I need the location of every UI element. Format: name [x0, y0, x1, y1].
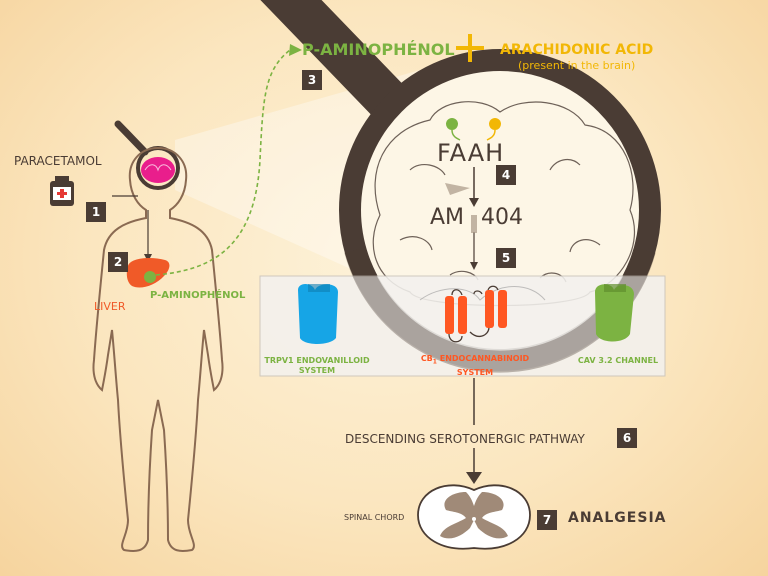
enzyme-shape — [445, 183, 470, 195]
am404-label-part1: AM — [430, 205, 465, 230]
arrow-head — [470, 262, 478, 270]
step-1-badge: 1 — [86, 202, 106, 222]
faah-label: FAAH — [437, 139, 505, 167]
spinal-cord-icon — [417, 484, 531, 550]
cb1-label-prefix: CB — [420, 354, 433, 363]
cb1-label-line2: SYSTEM — [456, 367, 494, 377]
p-aminophenol-body-label: P-AMINOPHÉNOL — [150, 290, 246, 301]
step-6-badge: 6 — [617, 428, 637, 448]
p-aminophenol-dot — [144, 271, 156, 283]
cb1-label: CB1 ENDOCANNABINOID SYSTEM — [410, 354, 540, 378]
cav-label: CAV 3.2 CHANNEL — [577, 356, 659, 365]
arachidonic-acid-label: ARACHIDONIC ACID — [500, 42, 654, 58]
human-body — [92, 146, 224, 552]
step-2-badge: 2 — [108, 252, 128, 272]
p-aminophenol-molecule — [446, 118, 458, 130]
cb1-label-suffix: ENDOCANNABINOID — [436, 354, 530, 363]
trpv1-label: TRPV1 ENDOVANILLOID SYSTEM — [264, 356, 370, 375]
arachidonic-acid-sublabel: (present in the brain) — [518, 59, 636, 72]
arrow-head — [144, 254, 152, 262]
serotonergic-pathway-label: DESCENDING SEROTONERGIC PATHWAY — [345, 432, 585, 446]
medicine-bottle-icon — [50, 176, 74, 206]
dashed-arrow-head — [289, 44, 302, 56]
cav-channel-icon — [595, 284, 634, 342]
arrow-head — [469, 198, 479, 207]
magnifier-icon — [260, 0, 424, 137]
trpv1-receptor-icon — [298, 284, 338, 344]
paracetamol-label: PARACETAMOL — [14, 154, 102, 168]
analgesia-label: ANALGESIA — [568, 510, 667, 526]
spinal-chord-label: SPINAL CHORD — [344, 513, 405, 522]
p-aminophenol-top-label: P-AMINOPHÉNOL — [302, 40, 455, 59]
brain-outline — [372, 101, 636, 307]
arrow-head — [466, 472, 482, 484]
am404-label-part2: 404 — [481, 205, 523, 230]
cb1-label-subscript: 1 — [432, 358, 437, 366]
molecule-arrow-green — [451, 129, 461, 141]
brain-folds — [144, 164, 172, 172]
cb1-receptor-icon — [445, 285, 507, 343]
metabolism-dashed-path — [155, 49, 291, 276]
step-3-badge: 3 — [302, 70, 322, 90]
membrane — [419, 286, 546, 301]
step-4-badge: 4 — [496, 165, 516, 185]
am404-molecule — [471, 215, 477, 233]
liver-label: LIVER — [94, 300, 126, 313]
arachidonic-molecule — [489, 118, 501, 130]
step-5-badge: 5 — [496, 248, 516, 268]
step-7-badge: 7 — [537, 510, 557, 530]
molecule-arrow-yellow — [486, 129, 496, 141]
plus-icon — [456, 34, 484, 62]
